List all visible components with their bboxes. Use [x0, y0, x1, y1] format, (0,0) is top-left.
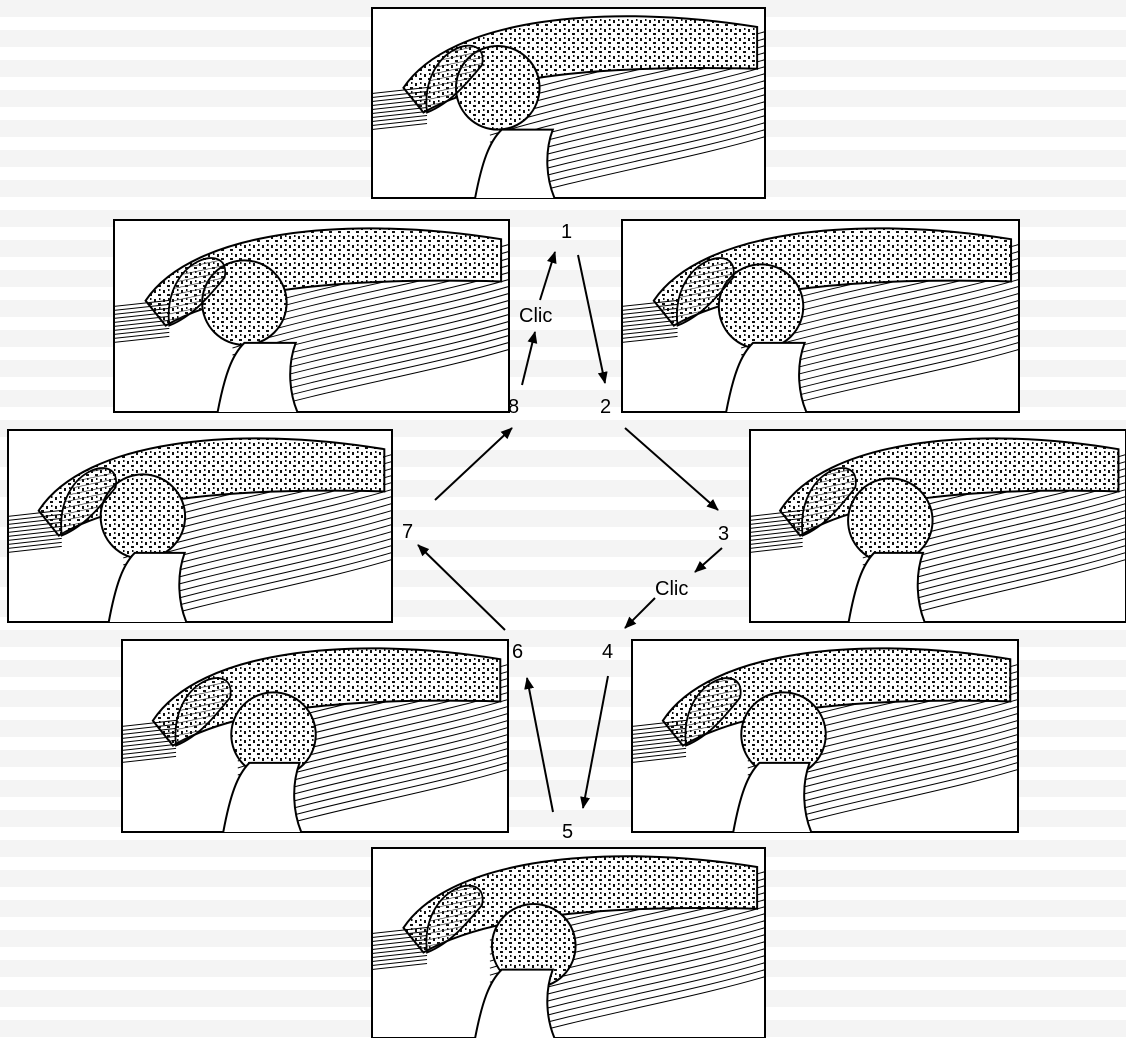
- step-label-3: 3: [718, 523, 729, 545]
- panel-step-1: [372, 8, 770, 205]
- arrow-clic-to-4: [625, 598, 655, 628]
- arrow-2-to-3: [625, 428, 718, 510]
- step-label-1: 1: [561, 221, 572, 243]
- panel-step-2: [622, 220, 1024, 418]
- panel-step-7: [8, 430, 397, 628]
- click-label-lower: Clic: [655, 578, 688, 600]
- step-label-8: 8: [508, 396, 519, 418]
- step-label-7: 7: [402, 521, 413, 543]
- step-label-5: 5: [562, 821, 573, 843]
- click-label-upper: Clic: [519, 305, 552, 327]
- panel-step-6: [122, 640, 513, 838]
- arrow-clic-to-1: [540, 252, 555, 300]
- panel-step-4: [632, 640, 1023, 838]
- panel-step-3: [750, 430, 1126, 628]
- panel-step-8: [114, 220, 514, 418]
- panel-step-5: [372, 848, 770, 1038]
- arrow-7-to-8: [435, 428, 512, 500]
- arrow-4-to-5: [583, 676, 608, 808]
- arrow-3-to-clic: [695, 548, 722, 572]
- arrow-8-to-clic: [522, 332, 535, 385]
- arrow-1-to-2: [578, 255, 605, 383]
- arrow-6-to-7: [418, 545, 505, 630]
- arrow-5-to-6: [527, 678, 553, 812]
- step-label-4: 4: [602, 641, 613, 663]
- step-label-6: 6: [512, 641, 523, 663]
- step-label-2: 2: [600, 396, 611, 418]
